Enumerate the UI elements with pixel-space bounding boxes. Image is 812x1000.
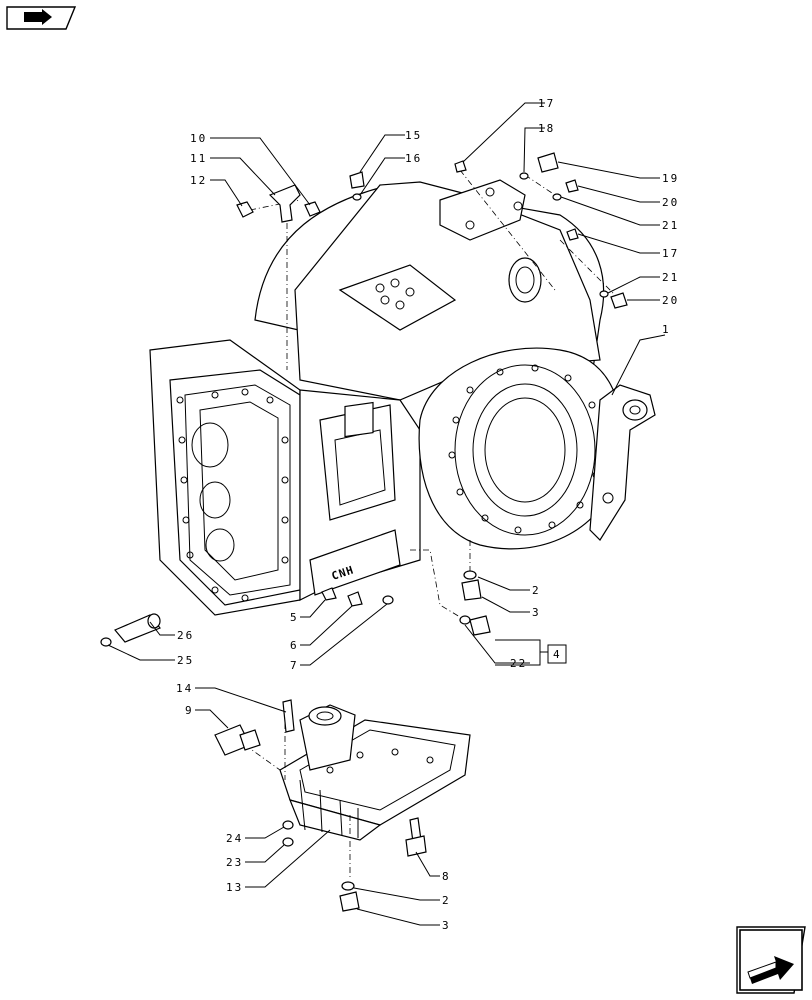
callout-26: 26 bbox=[177, 629, 194, 642]
callout-11: 11 bbox=[190, 152, 207, 165]
callout-2: 2 bbox=[532, 584, 541, 597]
callout-14: 14 bbox=[176, 682, 193, 695]
frame-bolt-holes bbox=[176, 388, 289, 602]
callout-10: 10 bbox=[190, 132, 207, 145]
callout-19: 19 bbox=[662, 172, 679, 185]
reference-box-4[interactable] bbox=[547, 644, 567, 664]
callout-12: 12 bbox=[190, 174, 207, 187]
callout-2: 2 bbox=[442, 894, 451, 907]
callout-6: 6 bbox=[290, 639, 299, 652]
callout-21: 21 bbox=[662, 271, 679, 284]
callout-17: 17 bbox=[662, 247, 679, 260]
oil-pan bbox=[279, 704, 471, 841]
callout-23: 23 bbox=[226, 856, 243, 869]
callout-1: 1 bbox=[662, 323, 671, 336]
callout-7: 7 bbox=[290, 659, 299, 672]
transmission-housing: CNH bbox=[149, 179, 656, 616]
assembly-centerlines bbox=[244, 169, 621, 880]
callout-13: 13 bbox=[226, 881, 243, 894]
callout-22: 22 bbox=[510, 657, 527, 670]
next-page-arrow-icon[interactable] bbox=[736, 926, 806, 994]
callout-labels: 1 2 3 22 5 6 7 10 11 12 15 16 17 18 19 2… bbox=[176, 97, 679, 932]
small-parts bbox=[100, 152, 628, 912]
callout-20: 20 bbox=[662, 196, 679, 209]
bell-bolt-ring bbox=[448, 364, 604, 534]
callout-20: 20 bbox=[662, 294, 679, 307]
callout-3: 3 bbox=[532, 606, 541, 619]
callout-16: 16 bbox=[405, 152, 422, 165]
callout-9: 9 bbox=[185, 704, 194, 717]
leader-lines bbox=[107, 102, 666, 926]
callout-17: 17 bbox=[538, 97, 555, 110]
folder-arrow-icon[interactable] bbox=[6, 6, 76, 30]
callout-8: 8 bbox=[442, 870, 451, 883]
callout-18: 18 bbox=[538, 122, 555, 135]
callout-15: 15 bbox=[405, 129, 422, 142]
callout-3: 3 bbox=[442, 919, 451, 932]
callout-5: 5 bbox=[290, 611, 299, 624]
reference-box-label: 4 bbox=[553, 648, 562, 661]
callout-25: 25 bbox=[177, 654, 194, 667]
callout-21: 21 bbox=[662, 219, 679, 232]
callout-24: 24 bbox=[226, 832, 243, 845]
